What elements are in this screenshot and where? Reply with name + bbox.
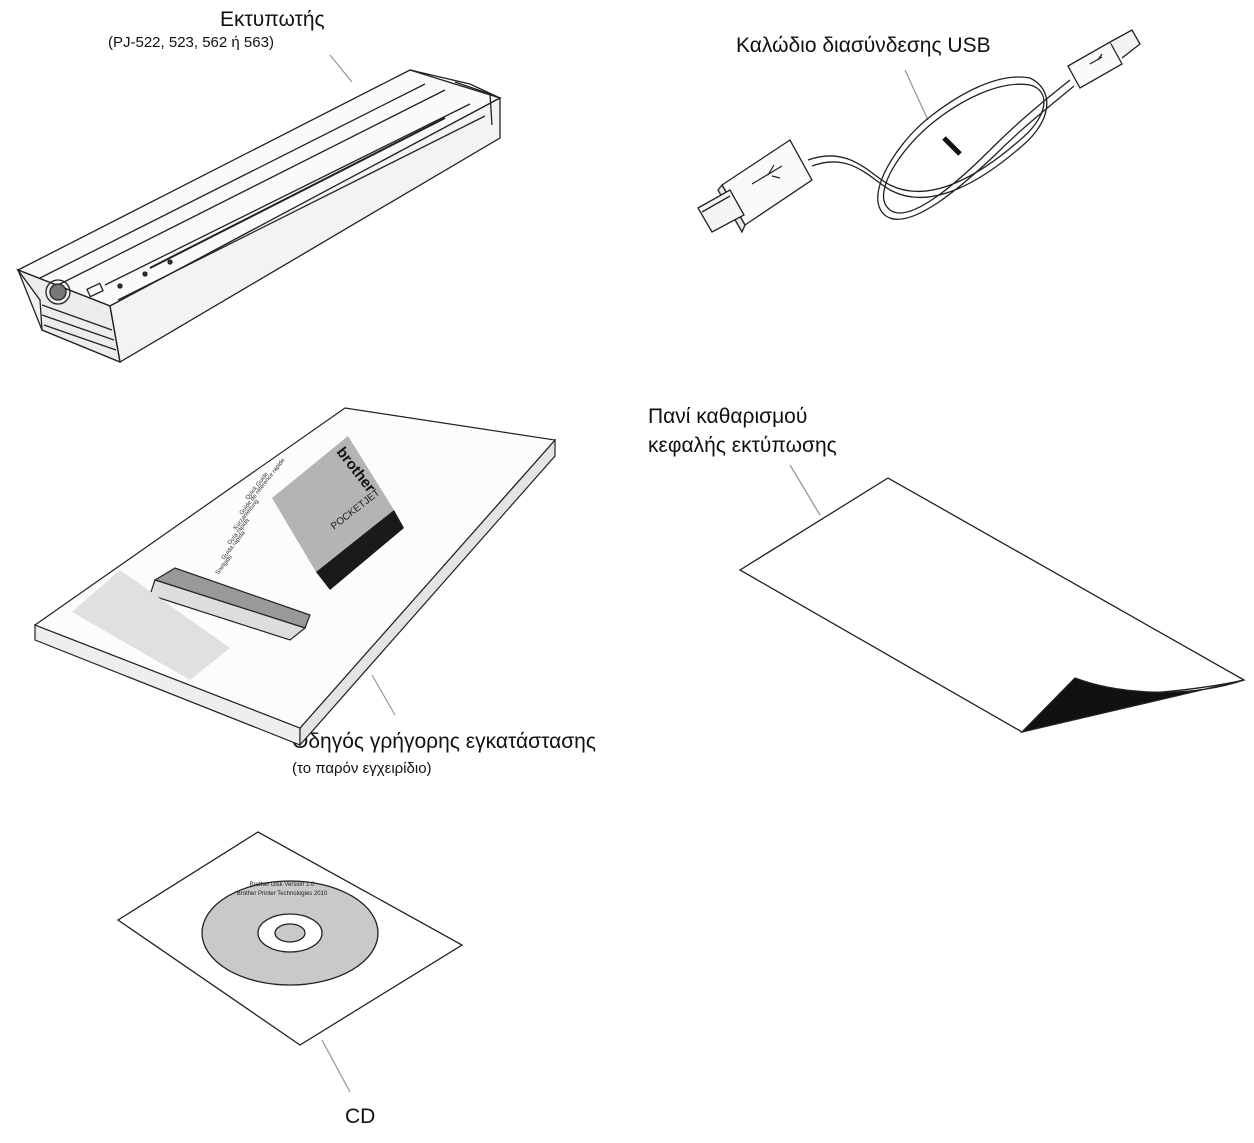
cd-disc-text-1: Brother Disk Version 1.0	[250, 882, 315, 888]
usb-leader-line	[904, 69, 929, 121]
quick-guide-title: Οδηγός γρήγορης εγκατάστασης	[292, 730, 596, 753]
printer-leader-line	[329, 54, 353, 83]
cloth-leader-line	[789, 464, 821, 516]
cleaning-cloth-illustration	[738, 464, 1246, 734]
usb-cable-illustration	[697, 29, 1141, 234]
cleaning-cloth-label-line2: κεφαλής εκτύπωσης	[648, 434, 837, 457]
cd-illustration	[116, 831, 464, 1093]
usb-cable-label: Καλώδιο διασύνδεσης USB	[736, 34, 991, 57]
guide-leader-line	[371, 674, 396, 716]
quick-guide-subtitle: (το παρόν εγχειρίδιο)	[292, 760, 432, 777]
cd-label: CD	[345, 1105, 376, 1128]
printer-title: Εκτυπωτής	[220, 8, 325, 31]
cd-leader-line	[321, 1039, 351, 1093]
cd-disc-text-2: Brother Printer Technologies 2010	[237, 891, 328, 897]
quick-guide-illustration	[33, 407, 557, 747]
printer-models: (PJ-522, 523, 562 ή 563)	[108, 34, 274, 51]
printer-illustration	[16, 54, 502, 364]
cleaning-cloth-label-line1: Πανί καθαρισμού	[648, 405, 808, 428]
